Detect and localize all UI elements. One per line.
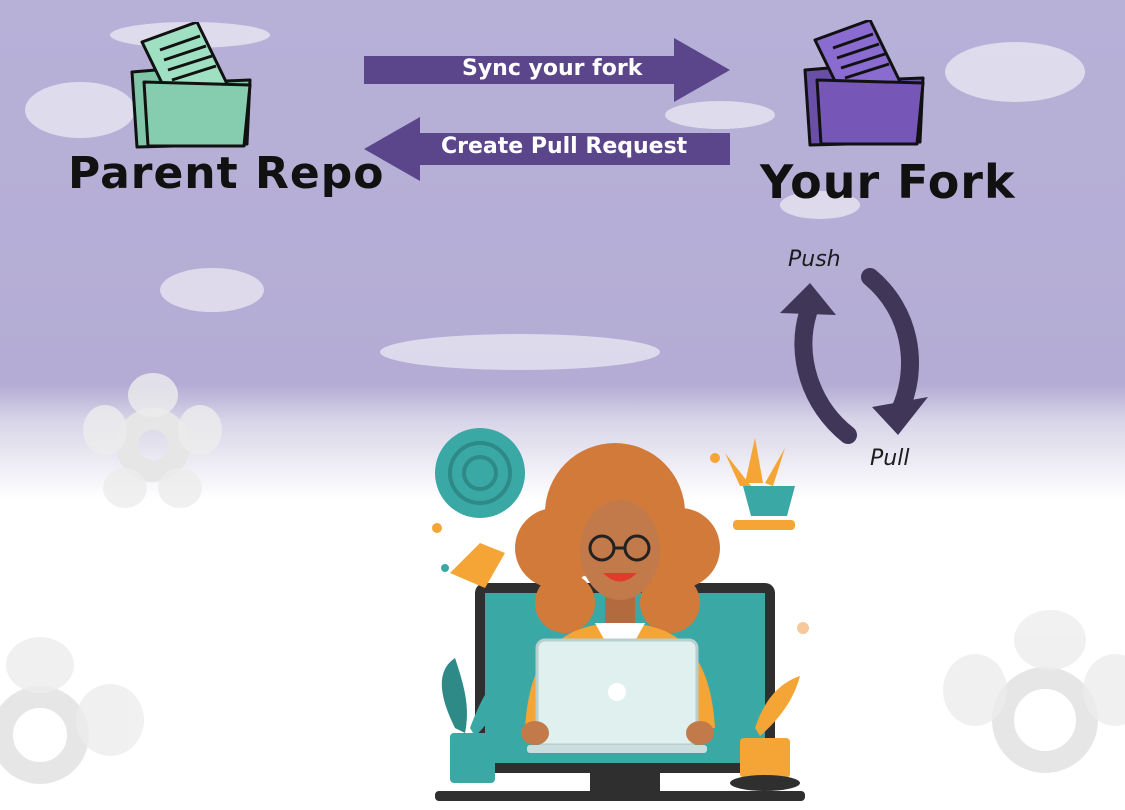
parent-repo-label: Parent Repo: [68, 148, 385, 199]
potted-plant-icon: [725, 438, 795, 530]
pull-label: Pull: [870, 446, 910, 471]
developer-illustration: [432, 428, 809, 801]
pull-request-arrow: [364, 117, 730, 181]
pull-request-arrow-label: Create Pull Request: [441, 134, 688, 159]
laptop-icon: [527, 638, 707, 753]
your-fork-label: Your Fork: [760, 155, 1016, 209]
parent-repo-folder-icon: [130, 22, 252, 149]
face-icon: [580, 500, 660, 623]
sync-arrow: [364, 38, 730, 102]
flower-icon: [0, 408, 1098, 784]
cloud-icon: [25, 22, 1085, 370]
bottom-plant-icon: [441, 658, 800, 791]
sync-arrow-label: Sync your fork: [462, 56, 643, 81]
your-fork-folder-icon: [803, 20, 925, 147]
confetti-dots: [432, 453, 809, 634]
push-pull-cycle-icon: [780, 268, 928, 444]
push-label: Push: [788, 247, 841, 272]
spiral-circle-icon: [435, 428, 525, 518]
flower-petals-icon: [6, 373, 1125, 756]
